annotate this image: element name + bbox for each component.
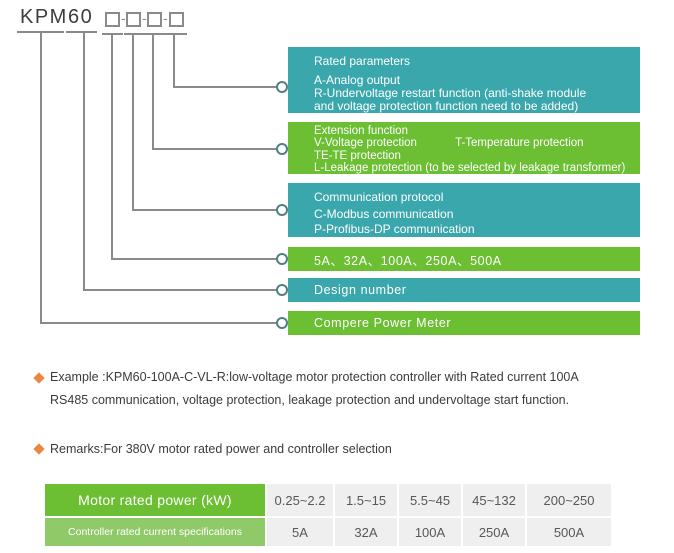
- current-spec-cell: 32A: [335, 518, 397, 546]
- dash-separator: -: [121, 10, 126, 26]
- callout-text: R-Undervoltage restart function (anti-sh…: [314, 86, 587, 100]
- diamond-bullet-icon: [33, 443, 45, 455]
- callout-text: L-Leakage protection (to be selected by …: [314, 161, 626, 174]
- callout-design-number: Design number: [288, 278, 640, 302]
- connector-dot: [276, 81, 288, 93]
- callout-communication-protocol: Communication protocol C-Modbus communic…: [288, 183, 640, 237]
- connector-dot: [276, 204, 288, 216]
- remarks-text: Remarks:For 380V motor rated power and c…: [50, 442, 392, 456]
- dash-separator: -: [142, 10, 147, 26]
- callout-text: and voltage protection function need to …: [314, 99, 579, 113]
- callout-text: P-Profibus-DP communication: [314, 222, 475, 236]
- power-range-cell: 200~250: [527, 484, 611, 516]
- example-text-line1: Example :KPM60-100A-C-VL-R:low-voltage m…: [50, 370, 579, 384]
- table-row-power: Motor rated power (kW) 0.25~2.2 1.5~15 5…: [45, 484, 611, 516]
- model-code-placeholder-3: [147, 12, 162, 27]
- callout-rated-parameters: Rated parameters A-Analog output R-Under…: [288, 47, 640, 113]
- underline-number: [66, 31, 97, 33]
- connector-line: [132, 209, 278, 211]
- connector-line: [40, 33, 42, 324]
- callout-text: Compere Power Meter: [314, 316, 452, 330]
- connector-line: [40, 322, 278, 324]
- underline-placeholder-2: [124, 33, 145, 35]
- power-range-cell: 45~132: [463, 484, 525, 516]
- callout-text: TE-TE protection: [314, 149, 401, 162]
- callout-extension-function: Extension function V-Voltage protection …: [288, 122, 640, 174]
- row-header-motor-power: Motor rated power (kW): [45, 484, 265, 516]
- model-code-number: 60: [68, 6, 94, 28]
- connector-dot: [276, 253, 288, 265]
- connector-line: [83, 33, 85, 291]
- connector-line: [152, 148, 278, 150]
- callout-text: V-Voltage protection T-Temperature prote…: [314, 137, 584, 150]
- model-code-placeholder-2: [126, 12, 141, 27]
- power-range-cell: 1.5~15: [335, 484, 397, 516]
- callout-title: Rated parameters: [314, 54, 411, 68]
- example-text-line2: RS485 communication, voltage protection,…: [50, 393, 570, 407]
- connector-line: [83, 289, 278, 291]
- underline-placeholder-3: [145, 33, 166, 35]
- connector-line: [173, 35, 175, 88]
- underline-prefix: [17, 31, 64, 33]
- current-spec-cell: 250A: [463, 518, 525, 546]
- connector-line: [173, 86, 278, 88]
- model-code-placeholder-4: [169, 12, 184, 27]
- callout-rated-current-options: 5A、32A、100A、250A、500A: [288, 247, 640, 271]
- model-code-placeholder-1: [105, 12, 120, 27]
- connector-line: [132, 35, 134, 211]
- diamond-bullet-icon: [33, 372, 45, 384]
- connector-dot: [276, 143, 288, 155]
- connector-dot: [276, 317, 288, 329]
- underline-placeholder-4: [166, 33, 187, 35]
- current-spec-cell: 500A: [527, 518, 611, 546]
- callout-text: C-Modbus communication: [314, 207, 454, 221]
- connector-line: [152, 35, 154, 150]
- power-range-cell: 0.25~2.2: [267, 484, 333, 516]
- callout-product-name: Compere Power Meter: [288, 311, 640, 335]
- current-spec-cell: 5A: [267, 518, 333, 546]
- dash-separator: -: [163, 10, 168, 26]
- current-spec-cell: 100A: [399, 518, 461, 546]
- table-row-current: Controller rated current specifications …: [45, 518, 611, 546]
- model-code-prefix: KPM: [20, 6, 68, 28]
- connector-line: [111, 258, 278, 260]
- power-range-cell: 5.5~45: [399, 484, 461, 516]
- callout-title: Communication protocol: [314, 190, 444, 204]
- connector-line: [111, 35, 113, 260]
- callout-title: Extension function: [314, 125, 408, 137]
- power-selection-table: Motor rated power (kW) 0.25~2.2 1.5~15 5…: [43, 482, 613, 548]
- callout-text: A-Analog output: [314, 73, 401, 87]
- underline-placeholder-1: [102, 33, 123, 35]
- callout-text: Design number: [314, 283, 407, 297]
- connector-dot: [276, 284, 288, 296]
- row-header-current-spec: Controller rated current specifications: [45, 518, 265, 546]
- callout-text: 5A、32A、100A、250A、500A: [314, 253, 502, 268]
